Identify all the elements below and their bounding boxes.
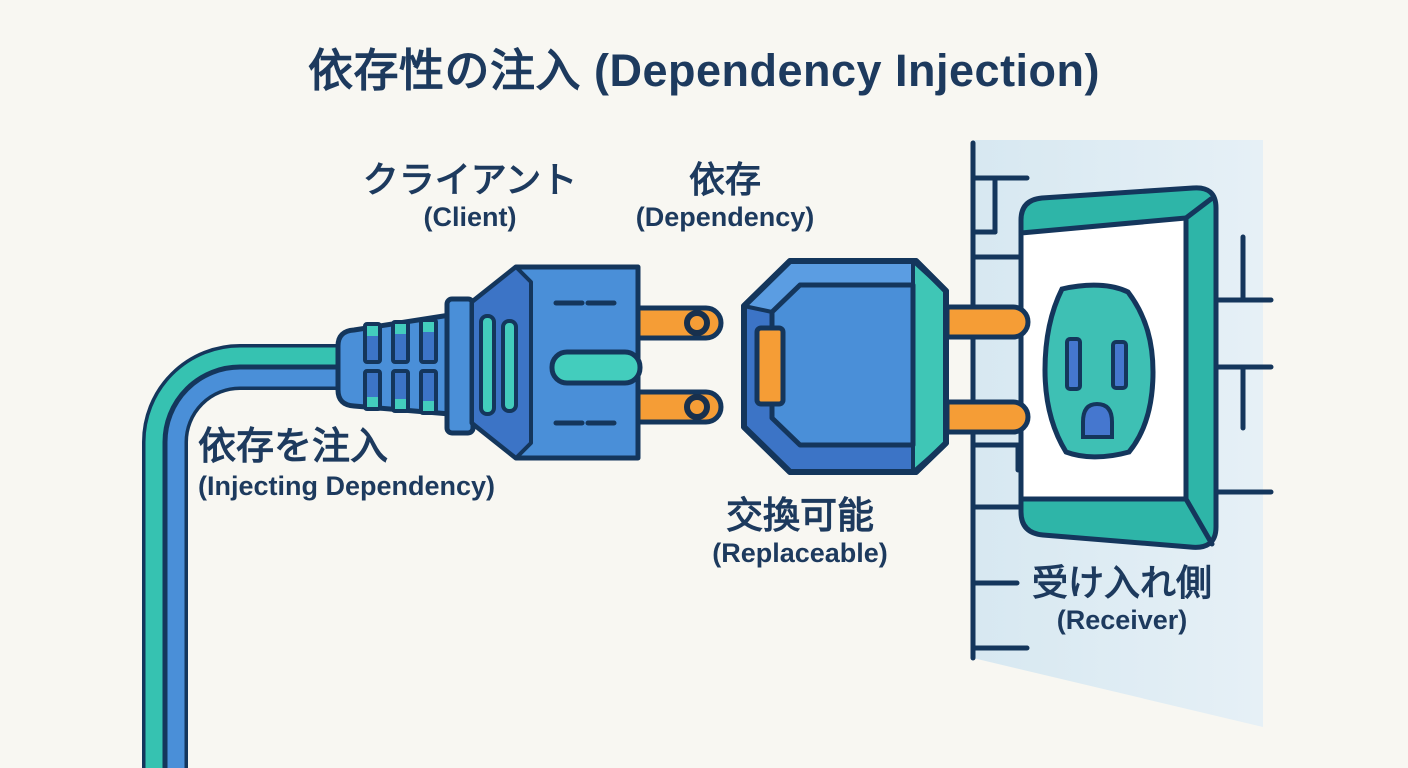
plug-prongs: [635, 305, 724, 425]
label-receiver-jp: 受け入れ側: [1031, 562, 1212, 603]
power-cable: [142, 344, 346, 768]
strain-relief: [335, 312, 453, 417]
label-replaceable: 交換可能 (Replaceable): [650, 495, 950, 569]
label-client-en: (Client): [423, 202, 517, 233]
label-client: クライアント (Client): [320, 159, 620, 233]
adapter-socket-slot: [754, 325, 786, 407]
outlet-ground-hole: [1081, 401, 1114, 439]
label-injecting-jp: 依存を注入: [198, 426, 389, 468]
plug-highlight: [549, 349, 643, 386]
client-plug-icon: [335, 264, 724, 461]
label-injecting-en: (Injecting Dependency): [198, 470, 496, 501]
page-title: 依存性の注入 (Dependency Injection): [307, 45, 1101, 96]
label-replaceable-jp: 交換可能: [726, 495, 874, 536]
wall-outlet-icon: [1042, 282, 1156, 460]
dependency-adapter-icon: [741, 258, 1031, 475]
label-dependency-jp: 依存: [688, 159, 761, 200]
adapter-prongs: [944, 304, 1031, 435]
outlet-slot-right: [1111, 340, 1128, 390]
plug-collar: [444, 296, 476, 436]
label-injecting-dependency: 依存を注入 (Injecting Dependency): [198, 426, 558, 501]
outlet-slot-left: [1065, 337, 1082, 391]
label-dependency: 依存 (Dependency): [575, 159, 875, 233]
label-dependency-en: (Dependency): [635, 202, 815, 233]
label-receiver-en: (Receiver): [1056, 605, 1188, 636]
label-receiver: 受け入れ側 (Receiver): [972, 562, 1272, 636]
label-replaceable-en: (Replaceable): [712, 538, 888, 569]
label-client-jp: クライアント: [362, 159, 578, 200]
